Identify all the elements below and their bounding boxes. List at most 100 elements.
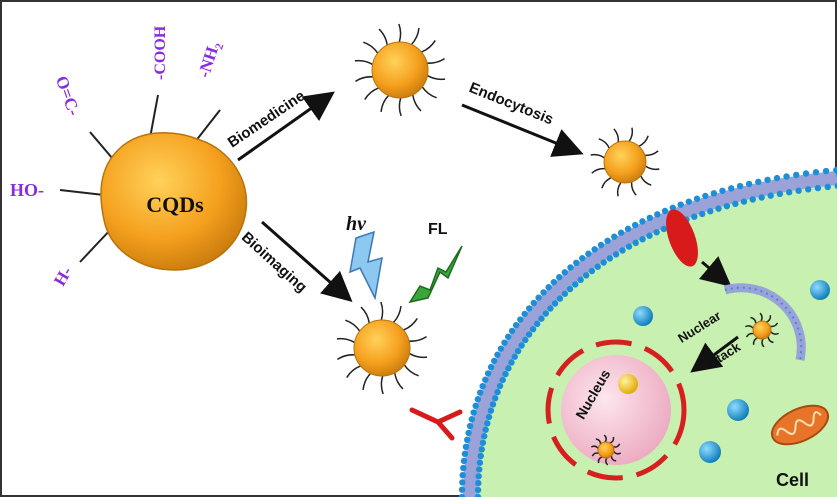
lipid-head (474, 486, 482, 494)
lipid-head (617, 229, 625, 236)
lipid-head (496, 382, 504, 390)
lipid-head (698, 210, 706, 218)
lipid-head (561, 290, 569, 297)
lipid-head (604, 237, 611, 245)
ligand-chain (638, 135, 649, 147)
lipid-head (476, 466, 483, 473)
lipid-head (547, 305, 554, 312)
ligand-chain (394, 372, 404, 390)
cqd-label: CQDs (146, 192, 204, 217)
lipid-head (551, 300, 559, 307)
lipid-head (462, 443, 470, 451)
ligand-chain (403, 364, 419, 377)
lipid-head (474, 493, 482, 497)
lipid-head (785, 189, 793, 196)
vesicle (699, 441, 721, 463)
lipid-head (522, 336, 529, 344)
ligand-chain (590, 445, 599, 449)
lipid-head (776, 190, 784, 198)
lipid-head (805, 186, 812, 193)
cell-membrane (463, 171, 837, 497)
lipid-head (482, 376, 489, 383)
channel-arrow (698, 256, 732, 287)
lipid-head (606, 255, 614, 262)
ligand-chain (640, 175, 652, 186)
lipid-head (494, 388, 501, 396)
lipid-head (482, 426, 489, 433)
ligand-chain (346, 365, 361, 378)
ligand-chain (595, 438, 602, 445)
ligand-chain (355, 76, 373, 82)
lipid-head (556, 295, 564, 302)
excitation-bolt (349, 230, 383, 301)
ligand-chain (761, 338, 765, 348)
lipid-head (463, 436, 471, 444)
lipid-head (749, 196, 756, 203)
lipid-head (639, 236, 646, 243)
ligand-chain (403, 318, 418, 331)
lipid-head (702, 192, 709, 200)
cqd-core: CQDs (59, 94, 248, 271)
ligand-chain (591, 167, 606, 174)
ligand-chain (354, 59, 373, 66)
lipid-head (566, 285, 574, 293)
ligand-chain (398, 97, 402, 117)
ligand-chain (616, 182, 622, 197)
antibody (409, 407, 463, 441)
ligand-line (59, 189, 105, 196)
lipid-head (508, 327, 516, 335)
lipid-head (758, 194, 765, 201)
lipid-head (597, 241, 605, 249)
lipid-head (631, 221, 639, 229)
lipid-head (600, 259, 607, 266)
ligand-chain (603, 434, 607, 443)
lipid-head (567, 264, 574, 271)
lipid-head (646, 214, 654, 222)
ligand-chain (380, 375, 384, 395)
lipid-head (660, 225, 668, 233)
ligand-chain (421, 40, 436, 53)
lipid-head (573, 259, 580, 267)
lipid-head (833, 166, 837, 174)
lipid-head (460, 464, 467, 472)
ligand-line (149, 94, 159, 139)
lipid-head (624, 225, 632, 233)
cqd-small-particle (745, 312, 779, 348)
lipid-head (501, 339, 508, 346)
ligand-chain (597, 456, 603, 464)
lipid-head (824, 183, 831, 191)
lipid-head (556, 273, 563, 281)
excitation-label: hv (346, 213, 367, 235)
lipid-head (511, 353, 518, 360)
lipid-head (538, 315, 545, 322)
lipid-head (719, 187, 726, 194)
biomedicine-arrow (237, 91, 335, 162)
lipid-head (677, 201, 684, 208)
lipid-head (685, 198, 693, 205)
lipid-head (579, 255, 586, 262)
lipid-head (529, 325, 537, 333)
cqd-particle (100, 132, 248, 271)
ligand-chain (362, 373, 372, 391)
lipid-head (477, 452, 484, 460)
ligand-chain (412, 94, 422, 112)
nuclear-envelope (545, 339, 687, 481)
particle-core (371, 41, 429, 99)
lipid-head (489, 401, 497, 408)
lipid-head (812, 169, 820, 176)
lipid-head (512, 321, 520, 329)
lipid-head (478, 446, 485, 453)
lipid-head (728, 185, 735, 192)
ligand-chain (421, 86, 437, 99)
lipid-head (484, 420, 491, 427)
ligand-chain (345, 319, 361, 332)
ligand-chain (410, 27, 420, 45)
particle-core (597, 441, 615, 459)
lipid-head (460, 457, 468, 465)
lipid-head (669, 204, 676, 211)
lipid-head (459, 479, 466, 486)
lipid-head (591, 246, 598, 253)
lipid-head (459, 471, 466, 479)
lipid-head (494, 351, 501, 358)
